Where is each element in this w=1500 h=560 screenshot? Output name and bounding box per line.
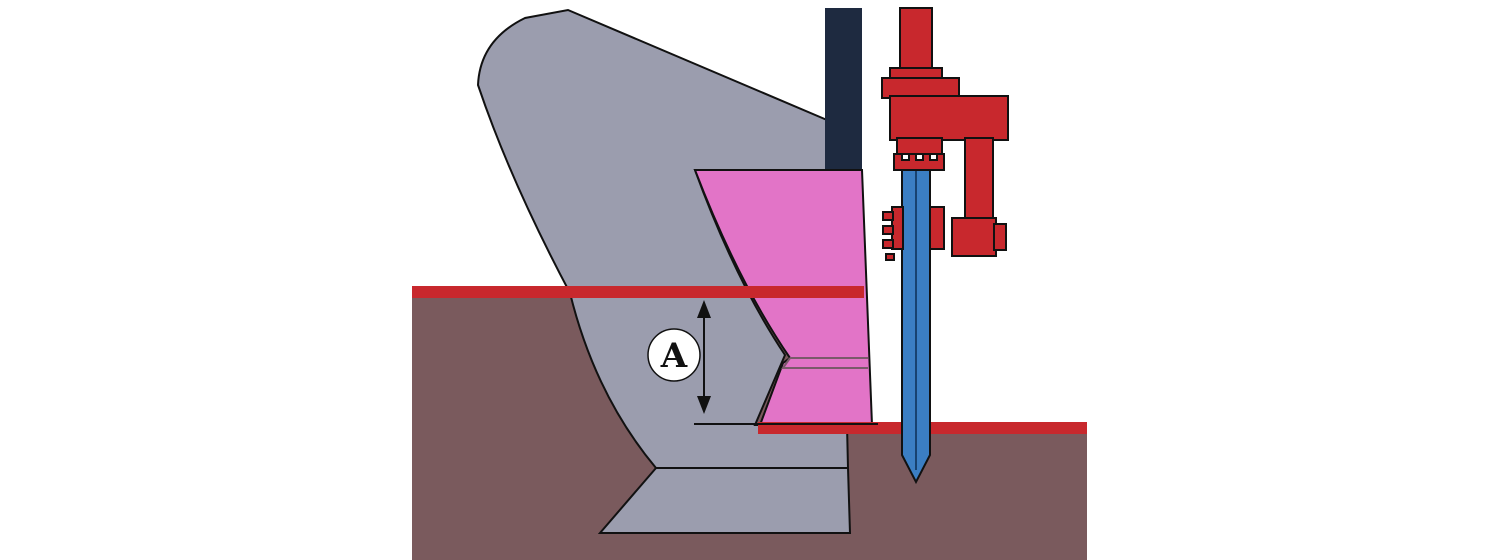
bracket-clamp-tab-4 <box>885 253 895 261</box>
bracket-clamp-tab-2 <box>882 225 894 235</box>
bracket-arm <box>889 95 1009 141</box>
bracket-clamp-right <box>929 206 945 250</box>
dimension-label: A <box>647 328 701 382</box>
bracket-clamp-tab-1 <box>882 211 894 221</box>
shank-bar <box>825 8 862 173</box>
bracket-vertical-post <box>899 7 933 71</box>
blade-shape <box>476 8 852 534</box>
dimension-label-circle <box>647 328 701 382</box>
wear-plate-seam <box>781 357 868 369</box>
dimension-label-text: A <box>660 336 688 376</box>
dimension-arrow <box>697 300 711 414</box>
bracket-body <box>896 137 943 155</box>
bracket-clamp-tab-3 <box>882 239 894 249</box>
bracket-arm-drop <box>964 137 994 221</box>
bracket-castellated-nut <box>893 153 945 171</box>
mounting-bracket <box>881 7 1009 261</box>
bracket-side-cap <box>993 223 1007 251</box>
surface-line-upper <box>412 286 864 298</box>
arrow-up-icon <box>697 300 711 318</box>
blade-body <box>476 8 852 534</box>
bracket-side-block <box>951 217 997 257</box>
probe-rod <box>901 164 931 485</box>
arrow-down-icon <box>697 396 711 414</box>
